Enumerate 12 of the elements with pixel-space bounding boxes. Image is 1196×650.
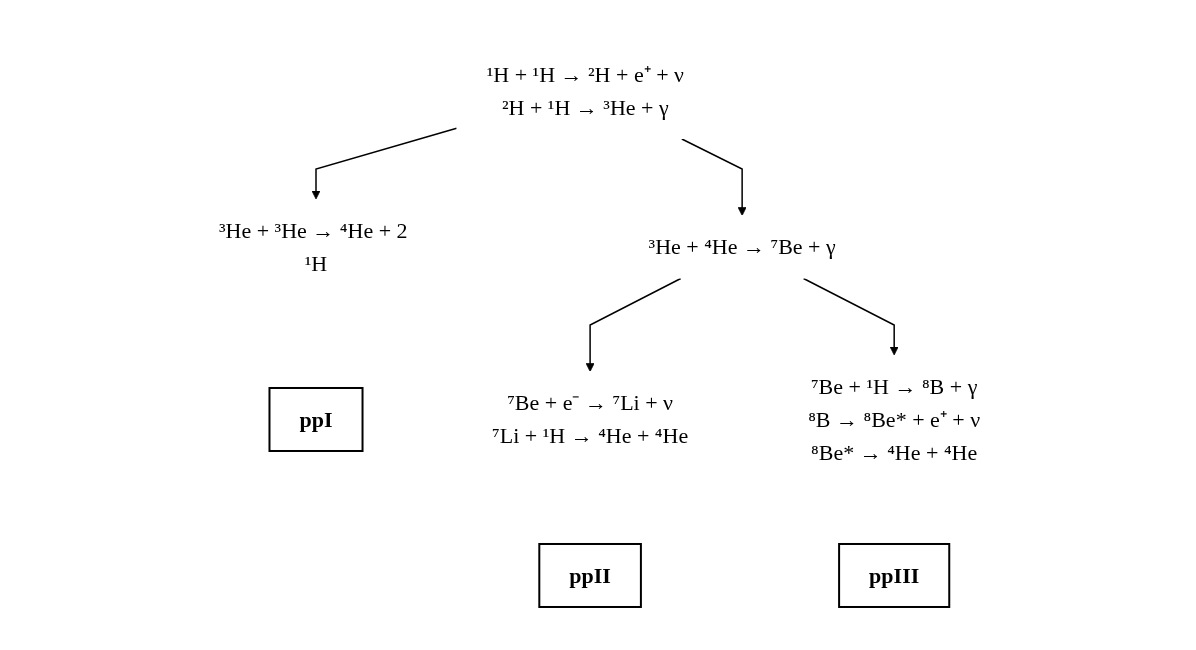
arrow — [585, 277, 682, 372]
node-text: ³He + ³He → ⁴He + 2 ¹H — [218, 218, 408, 276]
arrow — [681, 138, 747, 216]
node-box: ppI — [268, 387, 364, 452]
node-text: ³He + ⁴He → ⁷Be + γ — [648, 234, 836, 260]
arrow — [802, 277, 899, 356]
node-text: ¹H + ¹H → ²H + e⁺ + ν ²H + ¹H → ³He + γ — [486, 62, 684, 120]
node-box: ppIII — [838, 543, 951, 608]
node-text: ⁷Be + ¹H → ⁸B + γ ⁸B → ⁸Be* + e⁺ + ν ⁸Be* → ⁴He + ⁴He — [808, 373, 981, 465]
node-text: ⁷Be + e⁻ → ⁷Li + ν ⁷Li + ¹H → ⁴He + ⁴He — [491, 390, 689, 449]
node-box: ppII — [538, 543, 642, 608]
arrow — [311, 127, 458, 200]
